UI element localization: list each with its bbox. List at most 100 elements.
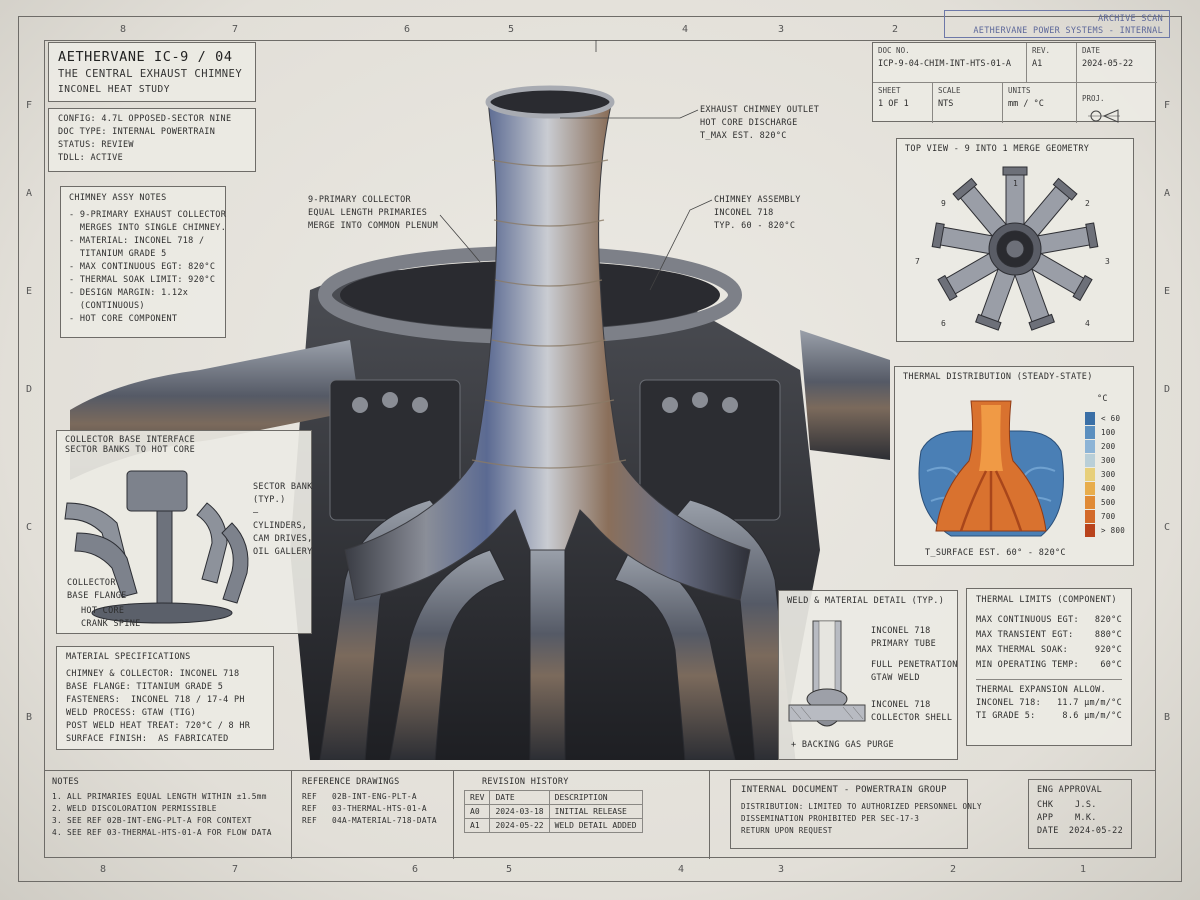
callout-chimney-assembly: CHIMNEY ASSEMBLY INCONEL 718 TYP. 60 - 8… (714, 195, 801, 231)
notes-title: NOTES (52, 777, 80, 787)
thermal-caption: T_SURFACE EST. 60° - 820°C (925, 548, 1066, 558)
tb-scale: SCALE NTS (933, 83, 1003, 123)
material-spec-line: WELD PROCESS: GTAW (TIG) (66, 708, 197, 718)
revision-cell: A0 (463, 804, 491, 819)
top-view-label-4: 4 (1085, 319, 1090, 328)
material-spec-line: SURFACE FINISH: AS FABRICATED (66, 734, 229, 744)
material-specs-title: MATERIAL SPECIFICATIONS (66, 652, 191, 662)
approval-key: DATE (1037, 826, 1059, 836)
revision-cell: WELD DETAIL ADDED (548, 818, 643, 833)
top-view-label-1: 1 (1013, 179, 1018, 188)
thermal-distribution-panel: THERMAL DISTRIBUTION (STEADY-STATE) °C <… (894, 366, 1134, 566)
revision-header-cell: DESCRIPTION (548, 790, 643, 805)
thermal-legend-entry: 500 (1085, 495, 1125, 509)
approval-key: APP (1037, 813, 1054, 823)
thermal-legend-entry: 300 (1085, 467, 1125, 481)
top-view-primary-pipe (1014, 267, 1055, 331)
zone-bottom-7: 7 (232, 864, 239, 875)
thermal-limit-key: MAX CONTINUOUS EGT: (976, 615, 1079, 625)
tb-date-value: 2024-05-22 (1082, 59, 1134, 69)
material-spec-line: CHIMNEY & COLLECTOR: INCONEL 718 (66, 669, 240, 679)
top-view-label-9: 9 (941, 199, 946, 208)
revision-header-cell: REV (463, 790, 491, 805)
bottom-strip: NOTES 1. ALL PRIMARIES EQUAL LENGTH WITH… (44, 770, 1156, 859)
weld-detail-panel: WELD & MATERIAL DETAIL (TYP.) INCONEL 71… (778, 590, 958, 760)
callout-sector-bank: SECTOR BANK (TYP.) — CYLINDERS, CAM DRIV… (253, 482, 313, 557)
zone-top-5: 5 (508, 24, 515, 35)
chimney-notes-panel: CHIMNEY ASSY NOTES - 9-PRIMARY EXHAUST C… (60, 186, 226, 338)
thermal-legend-label: 300 (1101, 469, 1116, 479)
status-line: STATUS: REVIEW (58, 140, 134, 150)
revision-cell: 2024-05-22 (489, 818, 550, 833)
engine-chimney-illustration (70, 85, 890, 760)
thermal-expansion-title: THERMAL EXPANSION ALLOW. (976, 685, 1107, 695)
chimney-note-line: - THERMAL SOAK LIMIT: 920°C (69, 275, 216, 285)
chimney-note-line: (CONTINUOUS) (69, 301, 145, 311)
zone-top-3: 3 (778, 24, 785, 35)
doc-type-line: DOC TYPE: INTERNAL POWERTRAIN (58, 127, 216, 137)
revision-cell: A1 (463, 818, 491, 833)
notes-list: 1. ALL PRIMARIES EQUAL LENGTH WITHIN ±1.… (52, 791, 283, 839)
callout-base-flange: COLLECTOR BASE FLANGE (67, 578, 127, 601)
tb-units-value: mm / °C (1008, 99, 1044, 109)
zone-left-b: B (26, 712, 33, 723)
tb-proj-label: PROJ. (1082, 94, 1105, 103)
callout-chimney-outlet: EXHAUST CHIMNEY OUTLET HOT CORE DISCHARG… (700, 105, 820, 141)
thermal-limit-value: 60°C (1100, 660, 1122, 670)
thermal-legend-entry: 700 (1085, 509, 1125, 523)
thermal-legend-entry: > 800 (1085, 523, 1125, 537)
approval-value: J.S. (1075, 800, 1097, 810)
revisions-title: REVISION HISTORY (482, 777, 569, 787)
approval-row: CHK J.S. (1037, 799, 1123, 812)
collector-base-title-1: COLLECTOR BASE INTERFACE (65, 435, 196, 445)
thermal-legend-label: 300 (1101, 455, 1116, 465)
thermal-map (918, 400, 1064, 537)
thermal-legend-swatch (1085, 439, 1095, 453)
zone-top-8: 8 (120, 24, 127, 35)
callout-primary-tube: INCONEL 718 PRIMARY TUBE (871, 626, 937, 649)
callout-collector-shell: INCONEL 718 COLLECTOR SHELL (871, 700, 953, 723)
revision-cell: 2024-03-18 (489, 804, 550, 819)
refs-title: REFERENCE DRAWINGS (302, 777, 400, 787)
thermal-limits-title: THERMAL LIMITS (COMPONENT) (976, 595, 1117, 605)
thermal-limit-row: MAX CONTINUOUS EGT: 820°C (976, 613, 1122, 628)
chimney-note-line: MERGES INTO SINGLE CHIMNEY. (69, 223, 227, 233)
thermal-legend-swatch (1085, 425, 1095, 439)
zone-left-f: F (26, 100, 33, 111)
tb-units: UNITS mm / °C (1003, 83, 1077, 123)
thermal-legend-label: 700 (1101, 511, 1116, 521)
thermal-legend-entry: 300 (1085, 453, 1125, 467)
material-spec-line: FASTENERS: INCONEL 718 / 17-4 PH (66, 695, 245, 705)
approval-key: CHK (1037, 800, 1054, 810)
chimney-note-line: TITANIUM GRADE 5 (69, 249, 167, 259)
chimney-note-line: - MAX CONTINUOUS EGT: 820°C (69, 262, 216, 272)
top-view-label-6: 6 (941, 319, 946, 328)
zone-right-d: D (1164, 384, 1171, 395)
thermal-expansion-value: 11.7 µm/m/°C (1056, 698, 1122, 708)
tb-sheet-value: 1 OF 1 (878, 99, 909, 109)
thermal-legend-entry: 100 (1085, 425, 1125, 439)
stamp-line-2: AETHERVANE POWER SYSTEMS - INTERNAL (973, 26, 1163, 36)
top-view-label-7: 7 (915, 257, 920, 266)
top-view-primary-pipe (931, 222, 995, 254)
collector-base-panel: COLLECTOR BASE INTERFACE SECTOR BANKS TO… (56, 430, 312, 634)
thermal-limit-value: 820°C (1094, 615, 1122, 625)
material-spec-line: POST WELD HEAT TREAT: 720°C / 8 HR (66, 721, 251, 731)
tb-scale-label: SCALE (938, 86, 961, 95)
thermal-legend-label: > 800 (1101, 525, 1126, 535)
thermal-limits-panel: THERMAL LIMITS (COMPONENT) MAX CONTINUOU… (966, 588, 1132, 746)
revision-cell: INITIAL RELEASE (548, 804, 643, 819)
revision-header-cell: DATE (489, 790, 550, 805)
thermal-expansion-value: 8.6 µm/m/°C (1062, 711, 1122, 721)
internal-title: INTERNAL DOCUMENT - POWERTRAIN GROUP (741, 785, 947, 795)
reference-line: REF 02B-INT-ENG-PLT-A (302, 792, 417, 801)
chimney-note-line: - 9-PRIMARY EXHAUST COLLECTOR (69, 210, 227, 220)
